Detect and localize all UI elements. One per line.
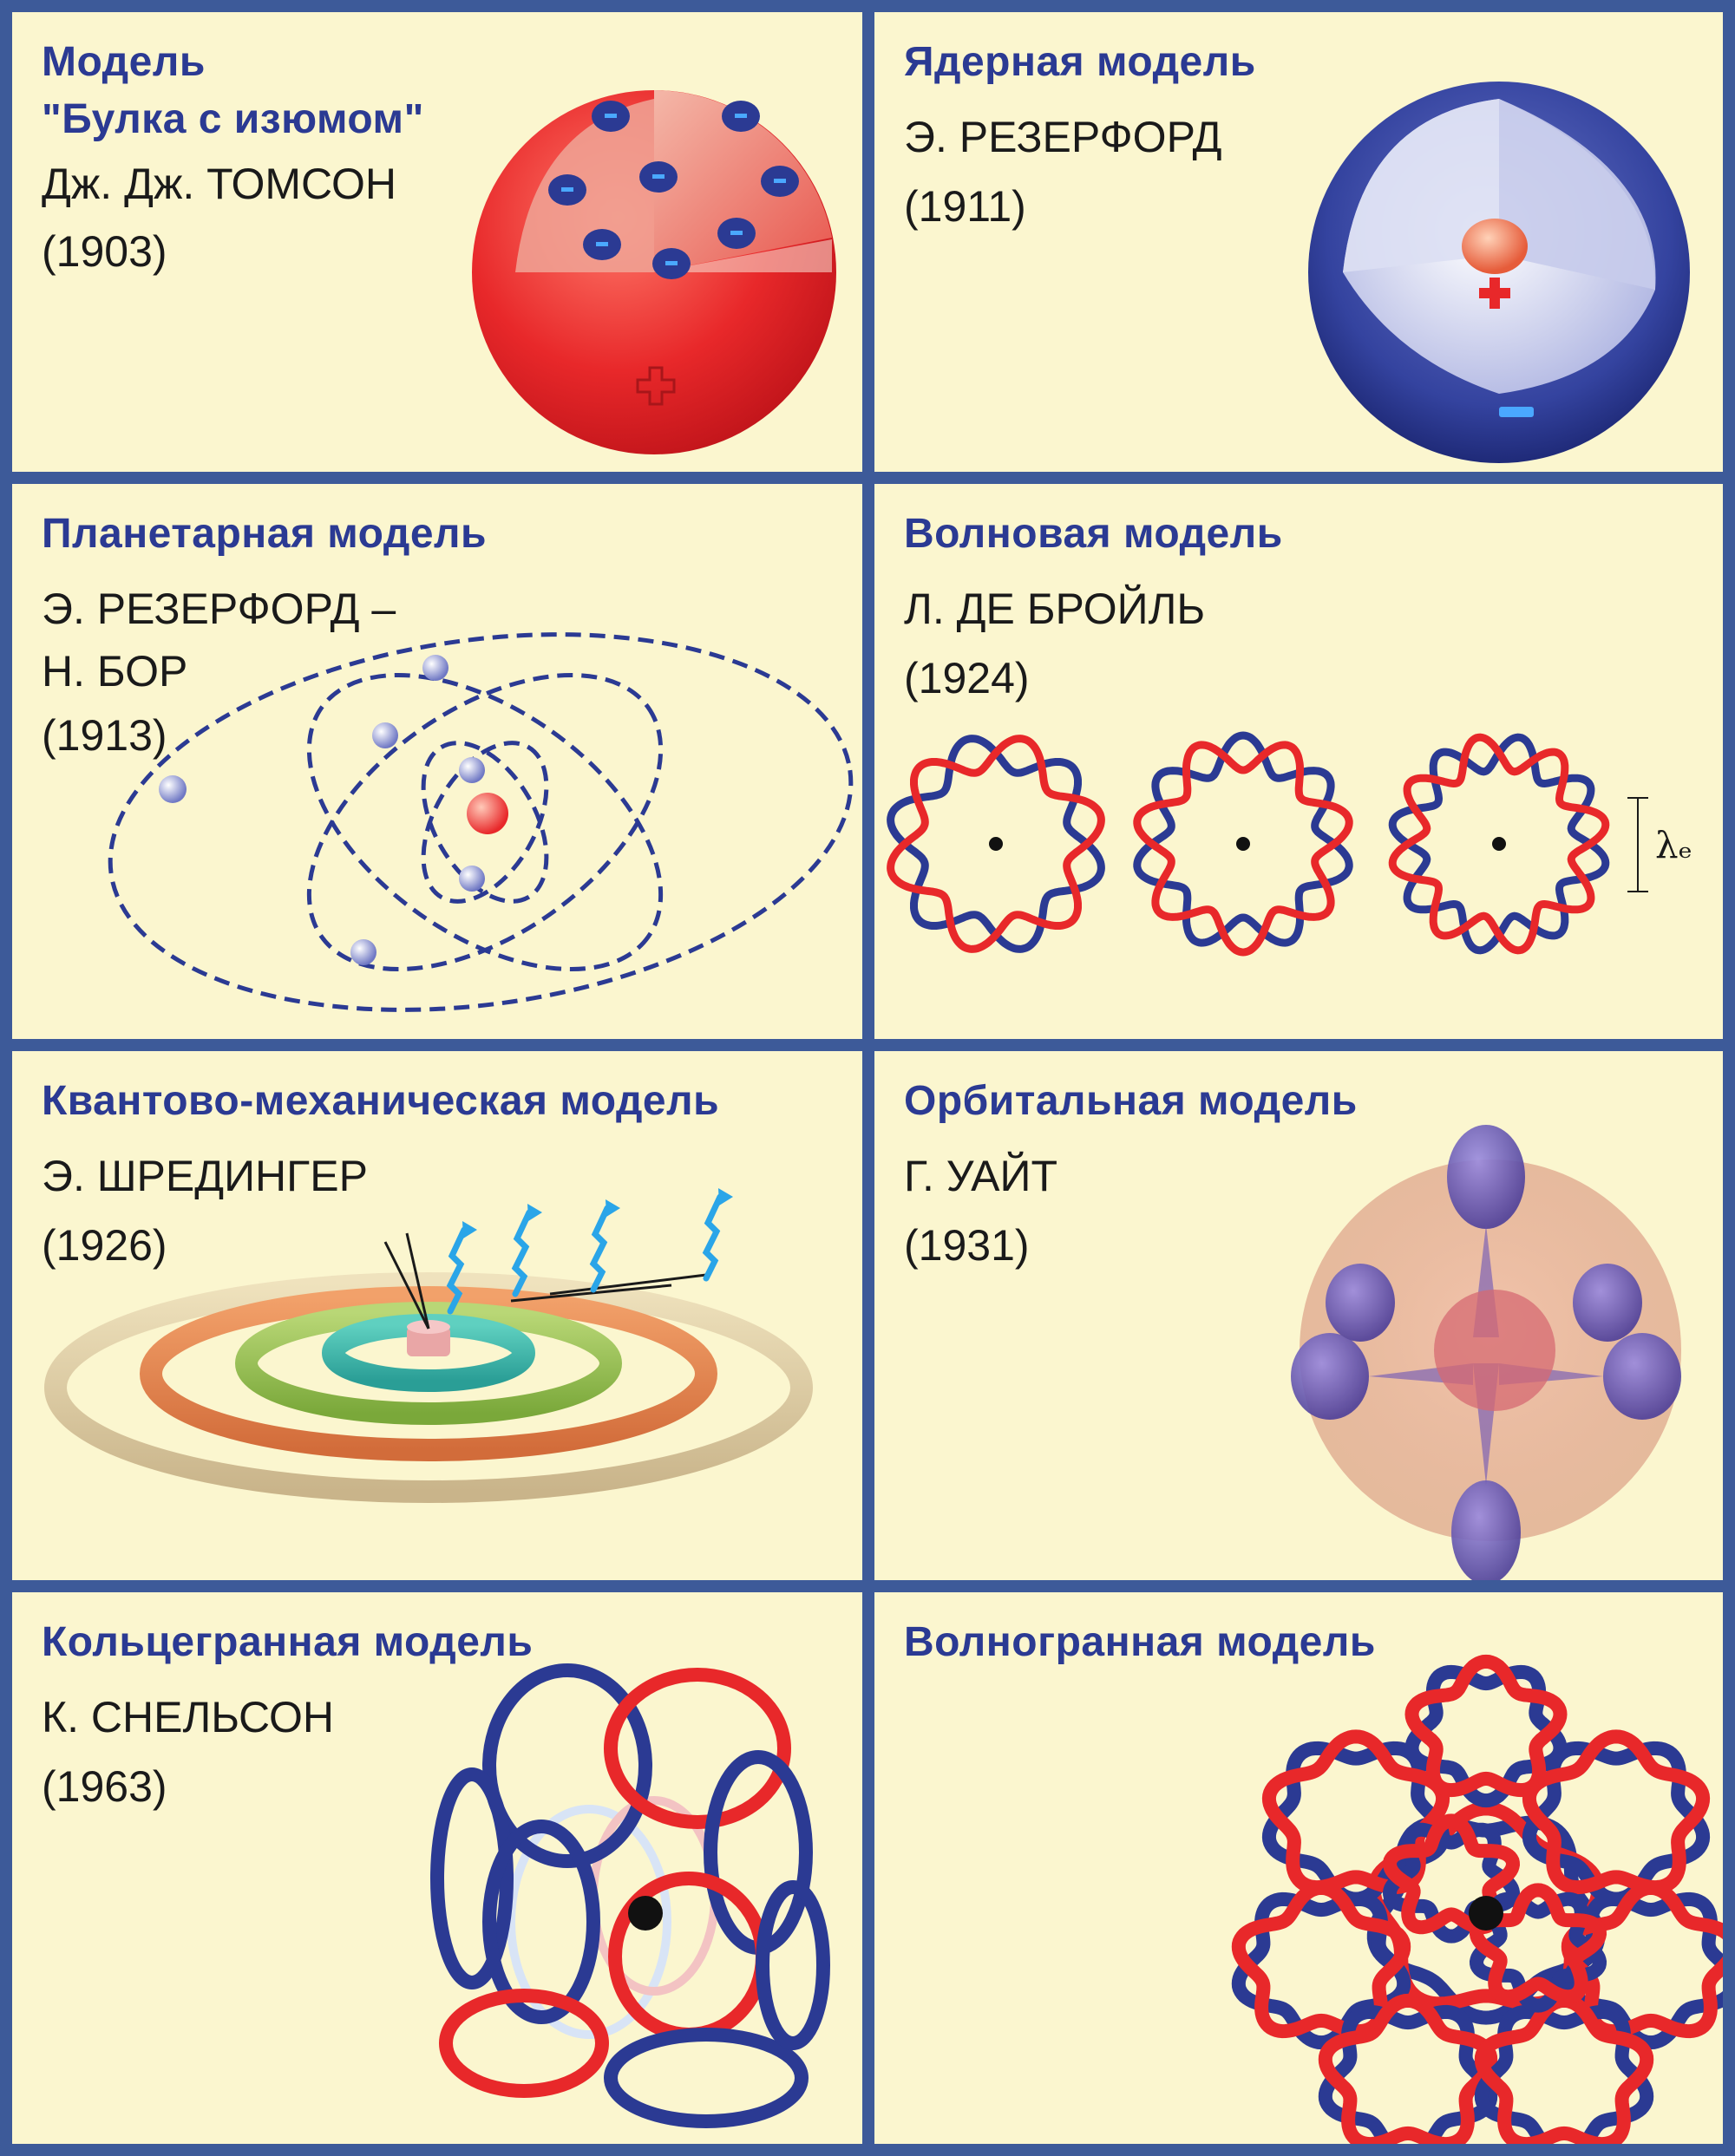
wave-center-dot — [1236, 837, 1250, 851]
model-author: Дж. Дж. ТОМСОН — [42, 160, 397, 208]
cell-wave-model: Волновая модель Л. ДЕ БРОЙЛЬ (1924) λₑ — [874, 484, 1723, 1039]
model-title: Орбитальная модель — [904, 1078, 1358, 1124]
model-year: (1963) — [42, 1762, 167, 1811]
model-year: (1913) — [42, 711, 167, 760]
model-title: Кольцегранная модель — [42, 1619, 534, 1665]
wave-faceted-model-illustration — [1231, 1654, 1723, 2144]
wave-ring — [887, 735, 1105, 953]
nuclear-model-illustration — [1308, 82, 1690, 463]
model-author: Л. ДЕ БРОЙЛЬ — [904, 585, 1206, 633]
wave-facet-loop — [1469, 1883, 1607, 2004]
model-author: К. СНЕЛЬСОН — [42, 1693, 335, 1741]
cell-thomson-model: Модель "Булка с изюмом" Дж. Дж. ТОМСОН (… — [12, 12, 862, 472]
cell-orbital-model: Орбитальная модель Г. УАЙТ (1931) — [874, 1051, 1723, 1580]
model-author-line2: Н. БОР — [42, 647, 188, 696]
cell-quantum-model: Квантово-механическая модель Э. ШРЕДИНГЕ… — [12, 1051, 862, 1580]
model-title-line2: "Булка с изюмом" — [42, 96, 424, 142]
model-author: Э. РЕЗЕРФОРД – — [42, 585, 396, 633]
model-year: (1903) — [42, 227, 167, 276]
wave-model-illustration — [887, 731, 1648, 957]
model-year: (1931) — [904, 1221, 1030, 1270]
planetary-model-illustration — [108, 632, 854, 1012]
wave-facet-loop — [1318, 1993, 1498, 2144]
model-title: Квантово-механическая модель — [42, 1078, 720, 1124]
quantum-model-illustration — [44, 1188, 813, 1503]
model-title: Ядерная модель — [904, 39, 1256, 85]
orbital-model-illustration — [1291, 1125, 1681, 1580]
cell-nuclear-model: Ядерная модель Э. РЕЗЕРФОРД (1911) — [874, 12, 1723, 472]
model-year: (1926) — [42, 1221, 167, 1270]
model-year: (1911) — [904, 182, 1026, 231]
wave-ring — [1133, 741, 1353, 957]
model-title: Волногранная модель — [904, 1619, 1376, 1665]
wave-center-dot — [989, 837, 1003, 851]
model-author: Э. ШРЕДИНГЕР — [42, 1152, 368, 1200]
wave-center-dot — [1492, 837, 1506, 851]
wave-facet-loop — [1404, 1654, 1568, 1798]
model-author: Г. УАЙТ — [904, 1152, 1058, 1200]
wave-facet-loop — [1474, 1993, 1654, 2144]
wave-ring — [1388, 733, 1610, 955]
model-year: (1924) — [904, 654, 1030, 702]
wavelength-label: λₑ — [1655, 824, 1692, 866]
model-author: Э. РЕЗЕРФОРД — [904, 113, 1222, 161]
model-title: Модель — [42, 39, 206, 85]
model-title: Волновая модель — [904, 511, 1283, 557]
cell-planetary-model: Планетарная модель Э. РЕЗЕРФОРД – Н. БОР… — [12, 484, 862, 1039]
cell-ring-faceted-model: Кольцегранная модель К. СНЕЛЬСОН (1963) — [12, 1592, 862, 2144]
model-title: Планетарная модель — [42, 511, 488, 557]
cell-wave-faceted-model: Волногранная модель — [874, 1592, 1723, 2144]
ring-faceted-model-illustration — [430, 1663, 830, 2128]
plum-pudding-illustration — [472, 90, 836, 454]
